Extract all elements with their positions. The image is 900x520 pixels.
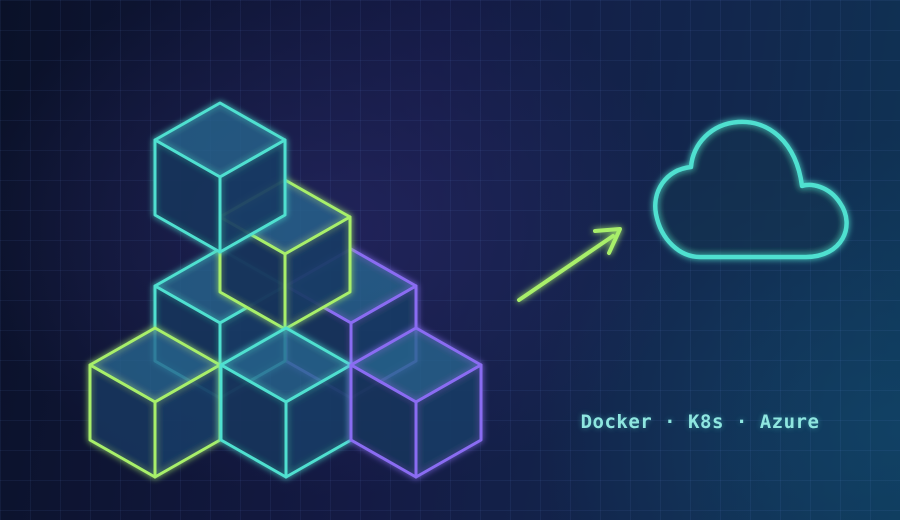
cloud-icon: [653, 119, 849, 260]
cube-front-center-teal: [219, 326, 353, 479]
cube-top-teal: [153, 101, 287, 254]
arrow-up-right-icon: [517, 227, 622, 302]
cube-front-right-violet: [349, 326, 483, 479]
cube-front-left-lime: [88, 326, 222, 479]
tech-stack-caption: Docker · K8s · Azure: [580, 411, 820, 433]
container-cubes-icon: [88, 101, 483, 479]
